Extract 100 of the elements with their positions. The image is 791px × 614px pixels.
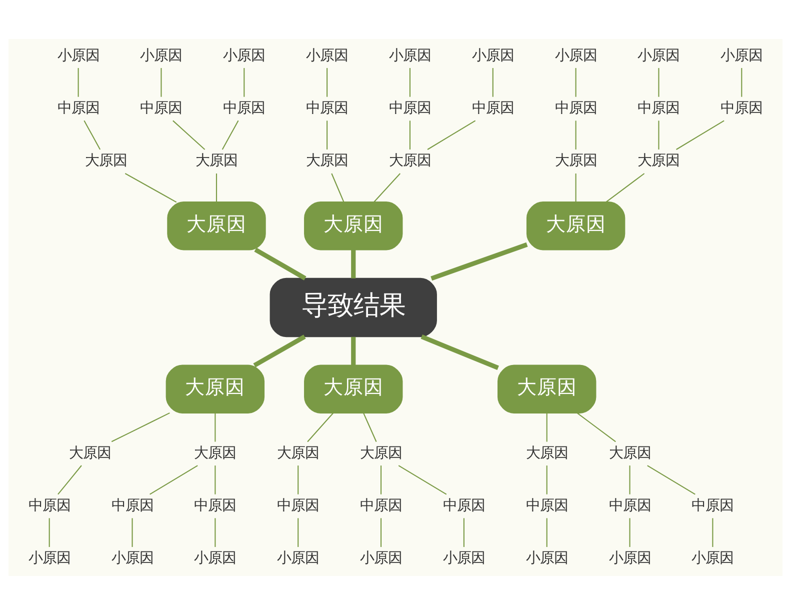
node-text: 中原因 bbox=[306, 100, 348, 116]
connector bbox=[363, 412, 377, 442]
node-text: 小原因 bbox=[692, 550, 734, 566]
node-text: 中原因 bbox=[638, 100, 680, 116]
node-text: 中原因 bbox=[223, 100, 266, 116]
connector bbox=[150, 464, 198, 494]
connector bbox=[427, 120, 476, 150]
connector bbox=[214, 465, 216, 494]
node-text: 大原因 bbox=[277, 444, 320, 461]
connector bbox=[160, 68, 162, 96]
connector bbox=[172, 120, 206, 150]
connector bbox=[492, 68, 494, 96]
node-text: 大原因 bbox=[388, 152, 431, 169]
connector bbox=[253, 334, 306, 367]
node-text: 小原因 bbox=[608, 550, 651, 566]
node-text: 中原因 bbox=[442, 497, 485, 514]
connector bbox=[374, 172, 400, 202]
node-box: 大原因 bbox=[304, 364, 403, 413]
connector bbox=[409, 68, 410, 96]
node-text: 中原因 bbox=[388, 100, 431, 116]
node-text: 中原因 bbox=[554, 100, 597, 116]
connector bbox=[84, 120, 101, 150]
connector bbox=[409, 120, 410, 149]
connector bbox=[712, 518, 714, 546]
connector bbox=[380, 518, 382, 546]
node-text: 中原因 bbox=[526, 497, 568, 514]
connector bbox=[214, 412, 216, 442]
node-text: 中原因 bbox=[277, 497, 320, 514]
connector bbox=[331, 172, 344, 202]
connector bbox=[658, 120, 660, 149]
node-text: 大原因 bbox=[554, 152, 597, 169]
node-text: 小原因 bbox=[442, 550, 485, 566]
node-text: 中原因 bbox=[692, 497, 734, 514]
node-text: 小原因 bbox=[638, 47, 680, 64]
node-text: 大原因 bbox=[194, 444, 236, 461]
node-text: 中原因 bbox=[57, 100, 100, 116]
connector bbox=[298, 518, 299, 546]
node-text: 中原因 bbox=[140, 100, 182, 116]
node-text: 中原因 bbox=[608, 497, 651, 514]
connector bbox=[647, 464, 696, 494]
node-box: 大原因 bbox=[304, 201, 403, 250]
connector bbox=[58, 464, 82, 494]
node-text: 小原因 bbox=[388, 47, 431, 64]
node-text: 中原因 bbox=[194, 497, 236, 514]
connector bbox=[124, 172, 177, 202]
node-text: 大原因 bbox=[306, 152, 348, 169]
connector bbox=[398, 464, 447, 494]
connector bbox=[244, 68, 245, 96]
connector bbox=[575, 120, 576, 149]
node-text: 小原因 bbox=[472, 47, 514, 64]
node-text: 小原因 bbox=[526, 550, 568, 566]
node-text: 小原因 bbox=[57, 47, 100, 64]
connector bbox=[463, 518, 464, 546]
node-text: 中原因 bbox=[360, 497, 402, 514]
node-text: 大原因 bbox=[608, 444, 651, 461]
connector bbox=[676, 120, 724, 150]
connector bbox=[430, 242, 528, 280]
connector bbox=[111, 412, 170, 442]
connector bbox=[326, 120, 328, 149]
node-text: 大原因 bbox=[526, 444, 568, 461]
node-text: 中原因 bbox=[720, 100, 763, 116]
connector bbox=[380, 465, 382, 494]
node-text: 大原因 bbox=[196, 152, 238, 169]
connector bbox=[606, 172, 645, 202]
node-text: 小原因 bbox=[194, 550, 236, 566]
node-box: 大原因 bbox=[498, 364, 596, 413]
node-text: 中原因 bbox=[28, 497, 70, 514]
connector bbox=[78, 68, 79, 96]
node-text: 大原因 bbox=[360, 444, 402, 461]
connector bbox=[254, 247, 306, 280]
connector bbox=[326, 68, 328, 96]
node-text: 小原因 bbox=[720, 47, 763, 64]
node-text: 小原因 bbox=[140, 47, 182, 64]
node-text: 小原因 bbox=[223, 47, 266, 64]
connector bbox=[351, 249, 356, 278]
connector bbox=[575, 68, 576, 96]
node-text: 小原因 bbox=[360, 550, 402, 566]
node-box: 大原因 bbox=[526, 201, 626, 250]
connector bbox=[222, 120, 239, 150]
connector bbox=[546, 412, 548, 442]
node-text: 中原因 bbox=[111, 497, 154, 514]
node-text: 小原因 bbox=[28, 550, 70, 566]
node-text: 小原因 bbox=[277, 550, 320, 566]
connector bbox=[546, 518, 548, 546]
node-box: 导致结果 bbox=[270, 277, 437, 337]
node-text: 中原因 bbox=[472, 100, 514, 116]
connector bbox=[298, 465, 299, 494]
connector bbox=[351, 336, 356, 365]
connector bbox=[658, 68, 660, 96]
node-text: 小原因 bbox=[554, 47, 597, 64]
connector bbox=[132, 518, 133, 546]
connector bbox=[629, 518, 630, 546]
connector bbox=[48, 518, 50, 546]
connector bbox=[307, 412, 334, 442]
connector bbox=[216, 173, 218, 202]
node-text: 小原因 bbox=[306, 47, 348, 64]
connector bbox=[420, 334, 499, 370]
connector bbox=[576, 412, 616, 442]
connector bbox=[546, 465, 548, 494]
connector bbox=[629, 465, 630, 494]
